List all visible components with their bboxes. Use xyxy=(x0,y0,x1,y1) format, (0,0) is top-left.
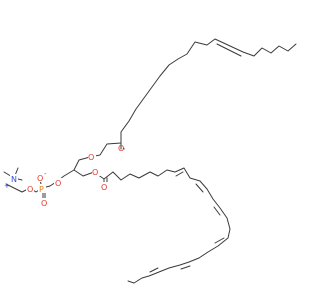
phosphate-oxygen-double: O xyxy=(41,199,47,208)
phosphate-minus-charge: - xyxy=(44,170,47,178)
phosphatidylcholine-structure: O O O O O O - P O O N + xyxy=(3,38,297,284)
nitrogen-atom: N xyxy=(11,175,17,184)
phosphorus-atom: P xyxy=(39,185,44,194)
oleoyl-chain xyxy=(89,38,297,158)
ester-oxygen-top: O xyxy=(88,153,94,162)
phosphate-oxygen-left: O xyxy=(27,185,33,194)
double-bond-1 xyxy=(175,171,184,177)
double-bond-6 xyxy=(149,267,159,273)
double-bond-4 xyxy=(214,237,225,244)
double-bond-5 xyxy=(180,265,191,270)
double-bond-3 xyxy=(213,206,221,216)
carbonyl-oxygen-mid: O xyxy=(101,183,107,192)
polyunsaturated-chain xyxy=(112,167,231,284)
atom-labels: O O O O O O - P O O N + xyxy=(4,140,129,208)
molecule-diagram: O O O O O O - P O O N + xyxy=(3,38,297,284)
oleoyl-chain-bonds xyxy=(89,38,297,158)
ester-oxygen-mid: O xyxy=(92,168,98,177)
phosphate-oxygen-minus: O xyxy=(37,174,43,183)
phosphate-oxygen-right: O xyxy=(55,179,61,188)
glycerol-backbone xyxy=(55,156,114,187)
nitrogen-plus-charge: + xyxy=(4,182,10,190)
double-bond-2 xyxy=(195,183,204,193)
oleoyl-cis-double-bond xyxy=(216,43,242,57)
pufa-chain-bonds xyxy=(112,167,231,284)
carbonyl-oxygen-top: O xyxy=(118,144,124,153)
